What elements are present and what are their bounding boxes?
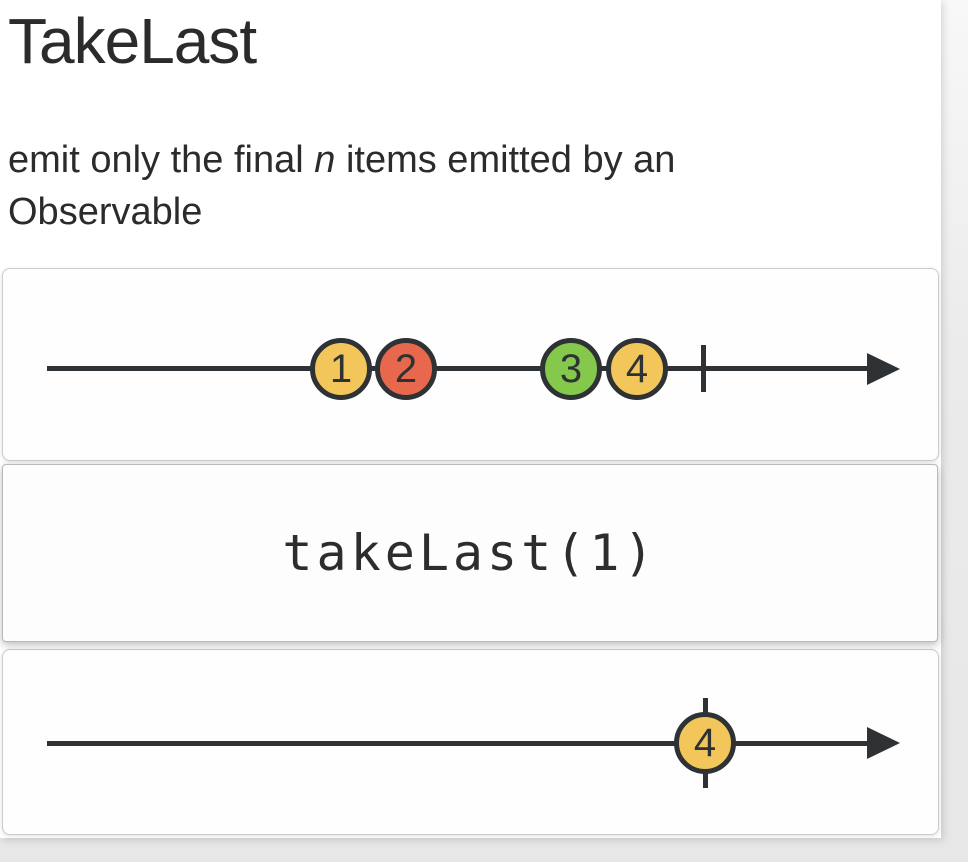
marble: 4 [606,338,668,400]
page-subtitle: emit only the final n items emitted by a… [8,134,860,238]
output-stream-card: 4 [2,649,939,835]
input-stream-card: 1 2 3 4 [2,268,939,461]
arrowhead-icon [867,727,900,759]
marble-label: 2 [394,346,418,391]
marble: 2 [375,338,437,400]
arrowhead-icon [867,353,900,385]
page-title: TakeLast [8,5,257,77]
completion-tick [701,345,706,392]
output-timeline-line [47,741,869,746]
subtitle-emphasis: n [314,139,336,181]
input-timeline-line [47,366,869,371]
marble-label: 3 [559,346,583,391]
subtitle-text: items emitted by an Observable [8,139,676,234]
marble-label: 4 [625,346,649,391]
operator-label: takeLast(1) [282,524,658,582]
marble: 3 [540,338,602,400]
marble-label: 4 [693,720,717,765]
marble: 4 [674,712,736,774]
subtitle-text: emit only the final [8,139,315,181]
marble: 1 [310,338,372,400]
operator-box: takeLast(1) [2,464,938,642]
marble-label: 1 [329,346,353,391]
